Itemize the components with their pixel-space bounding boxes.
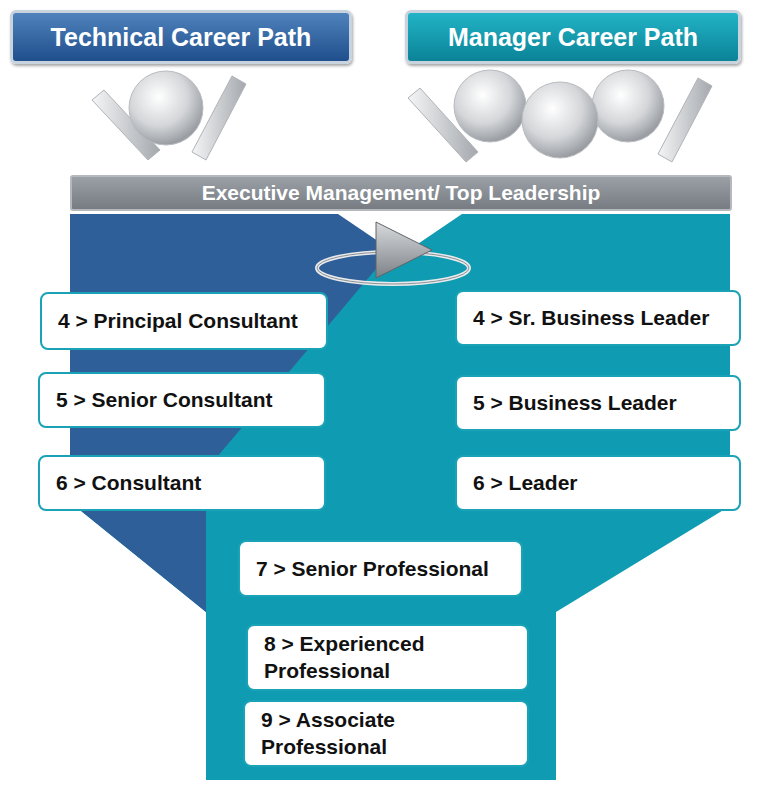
node-label: 5 > Business Leader xyxy=(473,389,677,416)
level-box: 5 > Senior Consultant xyxy=(38,372,326,428)
level-box: 8 > Experienced Professional xyxy=(246,624,529,691)
node-label: Manager Career Path xyxy=(448,23,698,52)
level-box: 6 > Consultant xyxy=(38,455,326,511)
node-label: Technical Career Path xyxy=(51,23,312,52)
node-label: 6 > Consultant xyxy=(56,469,201,496)
level-box: 7 > Senior Professional xyxy=(238,540,523,597)
top-band: Executive Management/ Top Leadership xyxy=(70,175,732,211)
header-bar: Manager Career Path xyxy=(405,10,741,64)
node-label: 6 > Leader xyxy=(473,469,577,496)
figure-icon xyxy=(92,71,246,160)
figure-icon xyxy=(408,70,712,162)
rotate-arrow-icon xyxy=(317,222,469,284)
node-label: 8 > Experienced Professional xyxy=(264,630,513,685)
level-box: 6 > Leader xyxy=(455,455,741,511)
node-label: 9 > Associate Professional xyxy=(261,706,513,761)
node-label: 4 > Sr. Business Leader xyxy=(473,304,709,331)
level-box: 4 > Sr. Business Leader xyxy=(455,290,741,346)
level-box: 4 > Principal Consultant xyxy=(40,292,328,350)
node-label: Executive Management/ Top Leadership xyxy=(202,181,601,205)
node-label: 5 > Senior Consultant xyxy=(56,386,272,413)
level-box: 5 > Business Leader xyxy=(455,375,741,431)
level-box: 9 > Associate Professional xyxy=(243,700,529,767)
node-label: 7 > Senior Professional xyxy=(256,555,489,582)
header-bar: Technical Career Path xyxy=(10,10,352,64)
node-label: 4 > Principal Consultant xyxy=(58,307,298,334)
